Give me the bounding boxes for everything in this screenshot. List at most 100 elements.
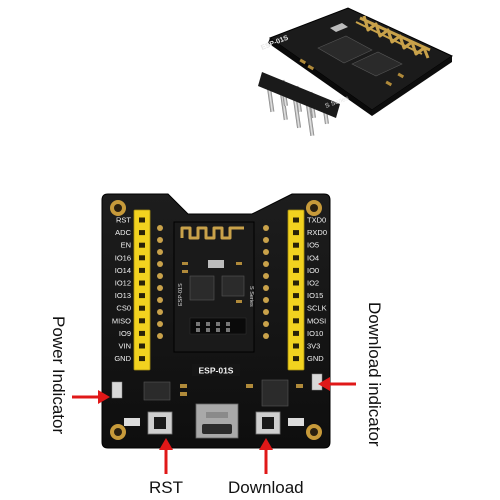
header-socket-hole (293, 267, 299, 273)
socket-pad (263, 261, 269, 267)
header-socket-hole (139, 217, 145, 223)
left-pin-label: VIN (118, 342, 131, 351)
header-socket-hole (139, 356, 145, 362)
header-socket-hole (139, 330, 145, 336)
left-female-header (133, 209, 151, 371)
header-socket-hole (293, 280, 299, 286)
right-pin-label: IO10 (307, 329, 323, 338)
left-pin-label: GND (114, 354, 131, 363)
header-socket-hole (139, 343, 145, 349)
power-led (111, 381, 123, 399)
rst-callout: RST (149, 478, 183, 497)
right-pin-label: MOSI (307, 316, 326, 325)
mounting-holes (110, 200, 322, 440)
header-socket-hole (293, 318, 299, 324)
socket-pad (157, 273, 163, 279)
socket-pad (157, 309, 163, 315)
socket-pad (263, 273, 269, 279)
socket-pad (157, 285, 163, 291)
left-pin-label: IO13 (115, 291, 131, 300)
module-socket-pins (157, 225, 269, 339)
header-socket-hole (293, 255, 299, 261)
esp01s-module: ESP-01S S Series (258, 7, 454, 137)
header-socket-hole (293, 305, 299, 311)
board-module-series-label: S Series (248, 286, 254, 307)
header-socket-hole (293, 356, 299, 362)
download-indicator-callout: Download indicator (365, 302, 384, 447)
right-pin-label: SCLK (307, 304, 327, 313)
header-socket-hole (293, 330, 299, 336)
module-chip-main (317, 35, 373, 64)
rst-button[interactable] (147, 411, 173, 435)
header-socket-hole (139, 305, 145, 311)
header-socket-hole (293, 293, 299, 299)
socket-pad (157, 321, 163, 327)
socket-pad (263, 297, 269, 303)
module-chip-flash (351, 51, 403, 77)
power-indicator-arrow (72, 390, 110, 404)
header-socket-hole (293, 242, 299, 248)
header-socket-hole (139, 230, 145, 236)
right-pin-label: IO0 (307, 266, 319, 275)
socket-pad (263, 309, 269, 315)
module-antenna (359, 15, 431, 59)
socket-pad (263, 333, 269, 339)
download-callout: Download (228, 478, 304, 497)
right-pin-label: 3V3 (307, 342, 320, 351)
header-socket-hole (139, 318, 145, 324)
module-pins (258, 72, 340, 137)
header-socket-hole (293, 217, 299, 223)
socket-pad (157, 237, 163, 243)
socket-pad (263, 249, 269, 255)
left-pin-label: IO16 (115, 253, 131, 262)
left-pin-label: IO9 (119, 329, 131, 338)
socket-pad (157, 297, 163, 303)
left-pin-label: IO12 (115, 279, 131, 288)
socket-pad (157, 333, 163, 339)
left-pin-label: CS0 (116, 304, 131, 313)
right-pin-label: RXD0 (307, 228, 327, 237)
header-socket-hole (293, 230, 299, 236)
header-socket-hole (139, 242, 145, 248)
board-module-chip-main (189, 275, 215, 301)
usb-uart-chip (261, 379, 289, 407)
rst-arrow (159, 438, 173, 474)
left-pin-label: EN (121, 241, 131, 250)
socket-pad (263, 321, 269, 327)
right-female-header (287, 209, 305, 371)
arrows (72, 377, 356, 474)
socket-pad (157, 249, 163, 255)
left-pin-label: RST (116, 216, 131, 225)
socket-pad (157, 225, 163, 231)
micro-usb-port[interactable] (195, 403, 239, 439)
download-arrow (259, 438, 273, 474)
right-pin-label: IO5 (307, 241, 319, 250)
header-socket-hole (139, 267, 145, 273)
left-pin-label: MISO (112, 316, 131, 325)
download-button[interactable] (255, 411, 281, 435)
left-pin-label: ADC (115, 228, 131, 237)
inserted-module: ESP-01S S Series (173, 221, 255, 353)
right-pin-label: GND (307, 354, 324, 363)
board-module-label: ESP-01S (178, 283, 184, 306)
download-indicator-arrow (318, 377, 356, 391)
socket-pad (157, 261, 163, 267)
header-socket-hole (293, 343, 299, 349)
right-pin-label: TXD0 (307, 216, 326, 225)
power-indicator-callout: Power Indicator (49, 316, 68, 435)
header-socket-hole (139, 293, 145, 299)
socket-pad (263, 237, 269, 243)
download-led (311, 373, 323, 391)
right-pin-label: IO2 (307, 279, 319, 288)
board-module-chip-flash (221, 275, 245, 297)
right-pin-label: IO15 (307, 291, 323, 300)
voltage-regulator (143, 381, 171, 401)
socket-pad (263, 285, 269, 291)
header-socket-hole (139, 255, 145, 261)
left-pin-label: IO14 (115, 266, 131, 275)
right-pin-label: IO4 (307, 253, 319, 262)
header-socket-hole (139, 280, 145, 286)
